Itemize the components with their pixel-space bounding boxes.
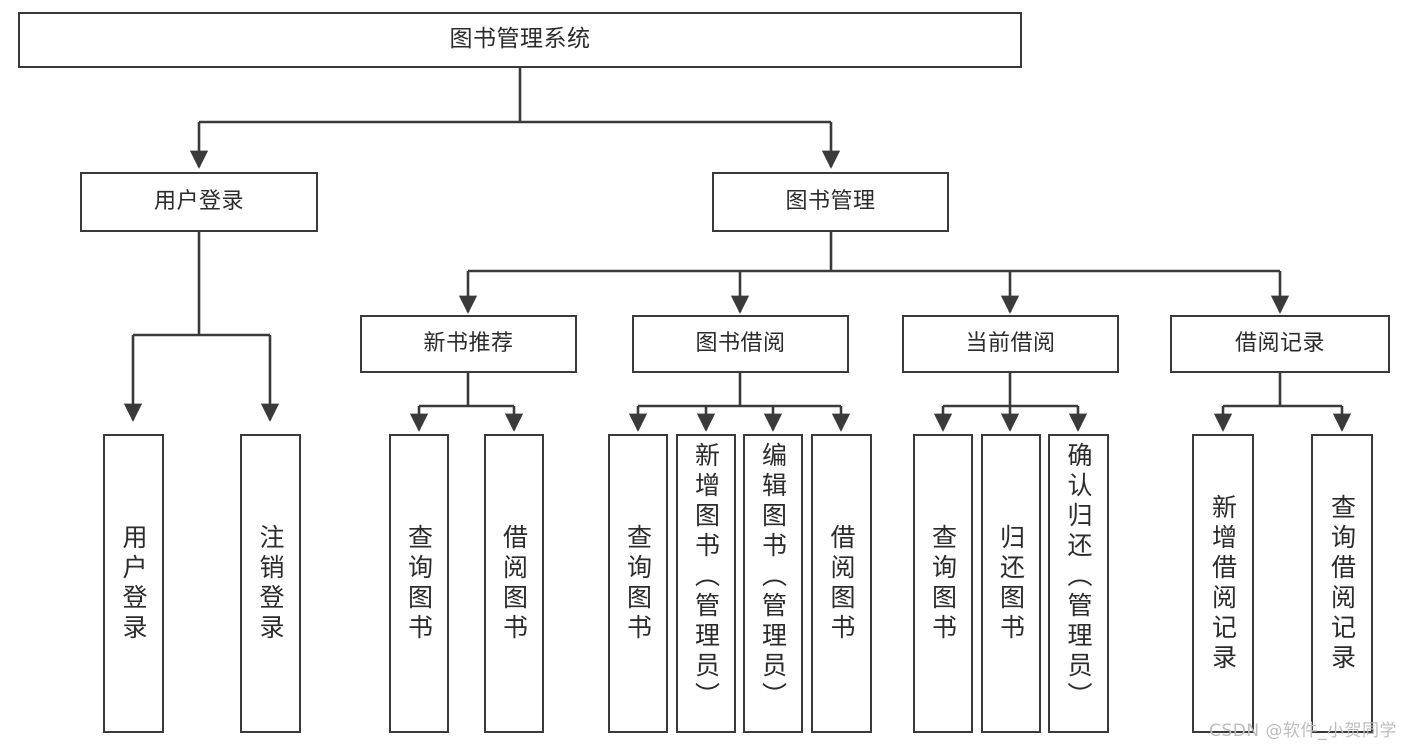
node-label: 图书管理 bbox=[785, 189, 876, 215]
node-label: 归还图书 bbox=[996, 523, 1026, 644]
node-label: 新书推荐 bbox=[423, 331, 514, 357]
node-label: 用户登录 bbox=[119, 523, 148, 644]
leaf-new-book-query-books[interactable]: 查询图书 bbox=[389, 434, 449, 733]
node-label: 借阅记录 bbox=[1234, 331, 1325, 357]
node-label: 查询图书 bbox=[404, 523, 434, 644]
node-label: 当前借阅 bbox=[965, 331, 1056, 357]
node-label: 确认归还（管理员） bbox=[1064, 442, 1093, 712]
node-label: 新增图书（管理员） bbox=[691, 442, 721, 712]
node-label: 用户登录 bbox=[153, 189, 244, 215]
node-label: 借阅图书 bbox=[827, 523, 856, 644]
node-current-borrowing[interactable]: 当前借阅 bbox=[902, 315, 1119, 373]
node-book-management[interactable]: 图书管理 bbox=[712, 172, 949, 232]
node-book-borrowing[interactable]: 图书借阅 bbox=[632, 315, 849, 373]
leaf-borrow-borrow-books[interactable]: 借阅图书 bbox=[811, 434, 872, 733]
node-root-book-management-system[interactable]: 图书管理系统 bbox=[18, 12, 1022, 68]
leaf-current-query-books[interactable]: 查询图书 bbox=[913, 434, 973, 733]
leaf-record-query-borrow-record[interactable]: 查询借阅记录 bbox=[1311, 434, 1373, 733]
leaf-borrow-add-book-admin[interactable]: 新增图书（管理员） bbox=[676, 434, 736, 733]
leaf-borrow-query-books[interactable]: 查询图书 bbox=[608, 434, 668, 733]
node-label: 注销登录 bbox=[256, 523, 285, 644]
node-label: 借阅图书 bbox=[499, 523, 529, 644]
node-new-book-recommendation[interactable]: 新书推荐 bbox=[360, 315, 577, 373]
node-label: 新增借阅记录 bbox=[1208, 493, 1238, 674]
csdn-watermark: CSDN @软件_小贺同学 bbox=[1209, 721, 1397, 741]
leaf-current-confirm-return-admin[interactable]: 确认归还（管理员） bbox=[1048, 434, 1109, 733]
node-borrowing-record[interactable]: 借阅记录 bbox=[1170, 315, 1390, 373]
node-label: 编辑图书（管理员） bbox=[758, 442, 788, 712]
leaf-borrow-edit-book-admin[interactable]: 编辑图书（管理员） bbox=[743, 434, 803, 733]
node-label: 图书管理系统 bbox=[449, 26, 591, 53]
node-user-login[interactable]: 用户登录 bbox=[80, 172, 318, 232]
leaf-user-login-logout[interactable]: 注销登录 bbox=[240, 434, 301, 733]
leaf-user-login-login[interactable]: 用户登录 bbox=[103, 434, 164, 733]
node-label: 查询借阅记录 bbox=[1327, 493, 1357, 674]
node-label: 图书借阅 bbox=[695, 331, 786, 357]
leaf-new-book-borrow-books[interactable]: 借阅图书 bbox=[484, 434, 544, 733]
leaf-record-add-borrow-record[interactable]: 新增借阅记录 bbox=[1192, 434, 1254, 733]
node-label: 查询图书 bbox=[623, 523, 653, 644]
leaf-current-return-books[interactable]: 归还图书 bbox=[981, 434, 1041, 733]
node-label: 查询图书 bbox=[928, 523, 958, 644]
